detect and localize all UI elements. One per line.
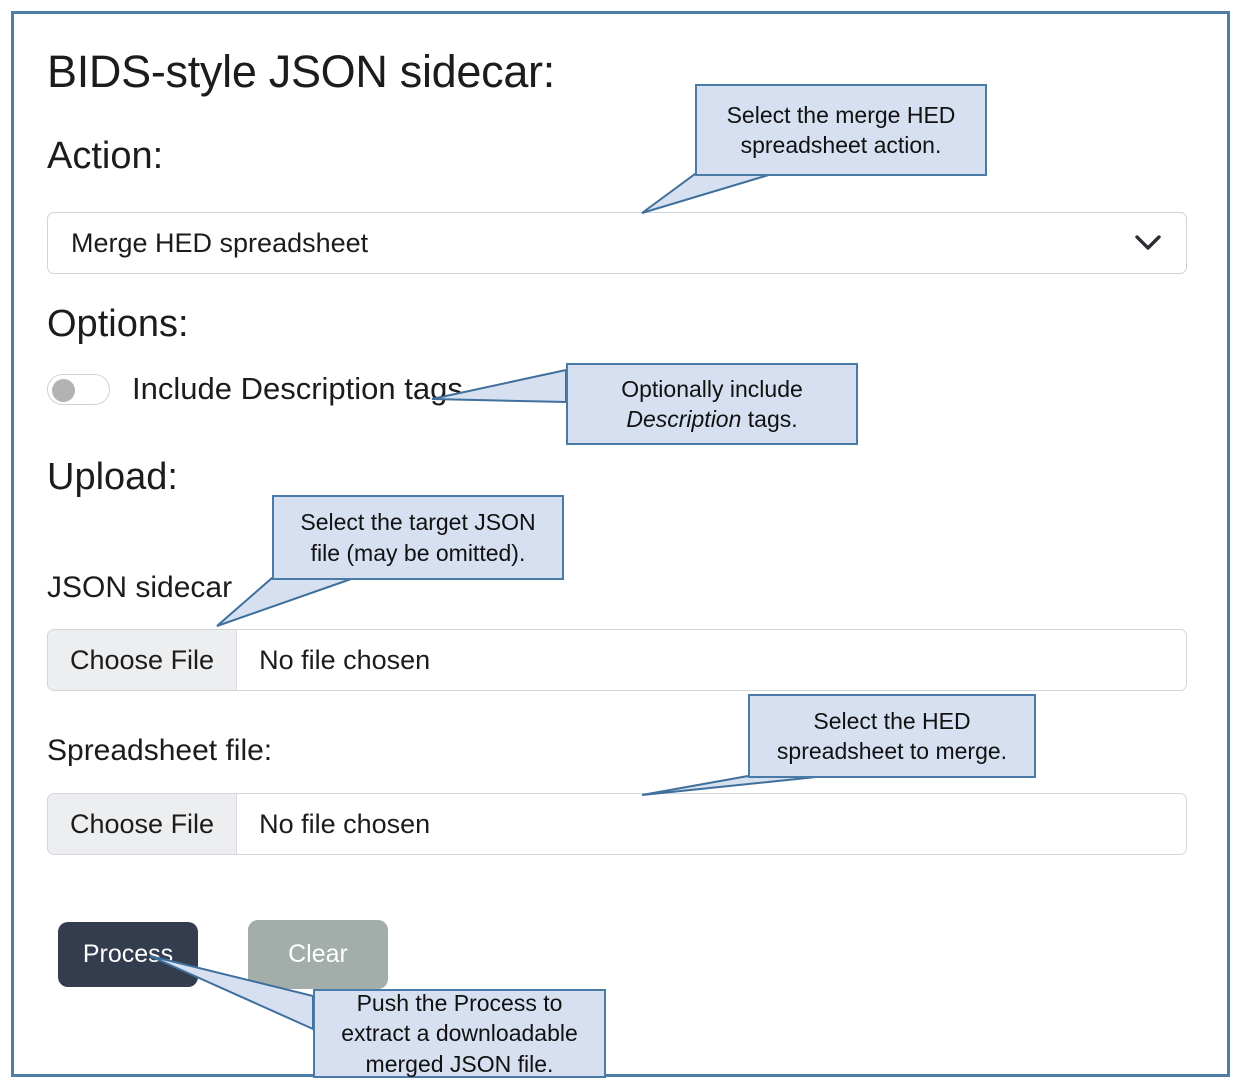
- spreadsheet-callout-line2: spreadsheet to merge.: [776, 738, 1008, 764]
- action-callout-tail: [641, 173, 773, 214]
- process-callout-tail: [149, 955, 314, 1031]
- spreadsheet-file-status: No file chosen: [259, 808, 431, 839]
- action-callout: Select the merge HED spreadsheet action.: [695, 84, 987, 176]
- json-sidecar-file-input[interactable]: Choose File No file chosen: [47, 629, 1187, 691]
- process-callout-line1: Push the Process to: [356, 989, 563, 1016]
- options-callout-tail: [431, 368, 567, 404]
- json-sidecar-callout-tail: [216, 577, 355, 627]
- process-button[interactable]: Process: [58, 922, 198, 987]
- action-callout-line2: spreadsheet action.: [740, 132, 942, 158]
- spreadsheet-callout-tail: [641, 775, 827, 796]
- include-description-toggle-row[interactable]: Include Description tags: [47, 371, 463, 407]
- action-select-value: Merge HED spreadsheet: [71, 227, 369, 258]
- spreadsheet-file-input[interactable]: Choose File No file chosen: [47, 793, 1187, 855]
- options-callout-line2-post: tags.: [741, 406, 798, 432]
- callout-tails: [149, 173, 827, 1031]
- json-sidecar-callout-line2: file (may be omitted).: [310, 539, 526, 566]
- page-title: BIDS-style JSON sidecar:: [47, 46, 555, 97]
- process-callout: Push the Process to extract a downloadab…: [313, 989, 606, 1078]
- options-callout-line1: Optionally include: [621, 375, 803, 402]
- chevron-down-icon[interactable]: [1122, 235, 1174, 251]
- clear-button[interactable]: Clear: [248, 920, 388, 989]
- action-callout-line1: Select the merge HED: [726, 101, 956, 128]
- options-heading: Options:: [47, 303, 189, 345]
- upload-heading: Upload:: [47, 456, 178, 498]
- toggle-knob: [52, 378, 75, 402]
- spreadsheet-callout: Select the HED spreadsheet to merge.: [748, 694, 1036, 778]
- json-sidecar-label: JSON sidecar: [47, 571, 233, 604]
- json-sidecar-callout-line1: Select the target JSON: [300, 509, 536, 536]
- options-callout: Optionally include Description tags.: [566, 363, 858, 445]
- form-content: BIDS-style JSON sidecar:: [47, 47, 1187, 97]
- action-heading: Action:: [47, 135, 164, 177]
- spreadsheet-file-label: Spreadsheet file:: [47, 734, 273, 767]
- action-select[interactable]: Merge HED spreadsheet: [47, 212, 1187, 274]
- json-sidecar-choose-file-button[interactable]: Choose File: [48, 630, 238, 690]
- json-sidecar-callout: Select the target JSON file (may be omit…: [272, 495, 564, 580]
- process-callout-line2: extract a downloadable: [341, 1020, 578, 1047]
- include-description-toggle-label: Include Description tags: [132, 371, 463, 406]
- spreadsheet-choose-file-button[interactable]: Choose File: [48, 794, 238, 854]
- json-sidecar-file-status: No file chosen: [259, 644, 431, 675]
- include-description-toggle[interactable]: [47, 373, 110, 405]
- process-callout-line3: merged JSON file.: [365, 1050, 554, 1077]
- spreadsheet-callout-line1: Select the HED: [813, 707, 971, 734]
- page-frame: BIDS-style JSON sidecar: Action: Merge H…: [11, 11, 1230, 1078]
- options-callout-emphasis: Description: [626, 406, 742, 432]
